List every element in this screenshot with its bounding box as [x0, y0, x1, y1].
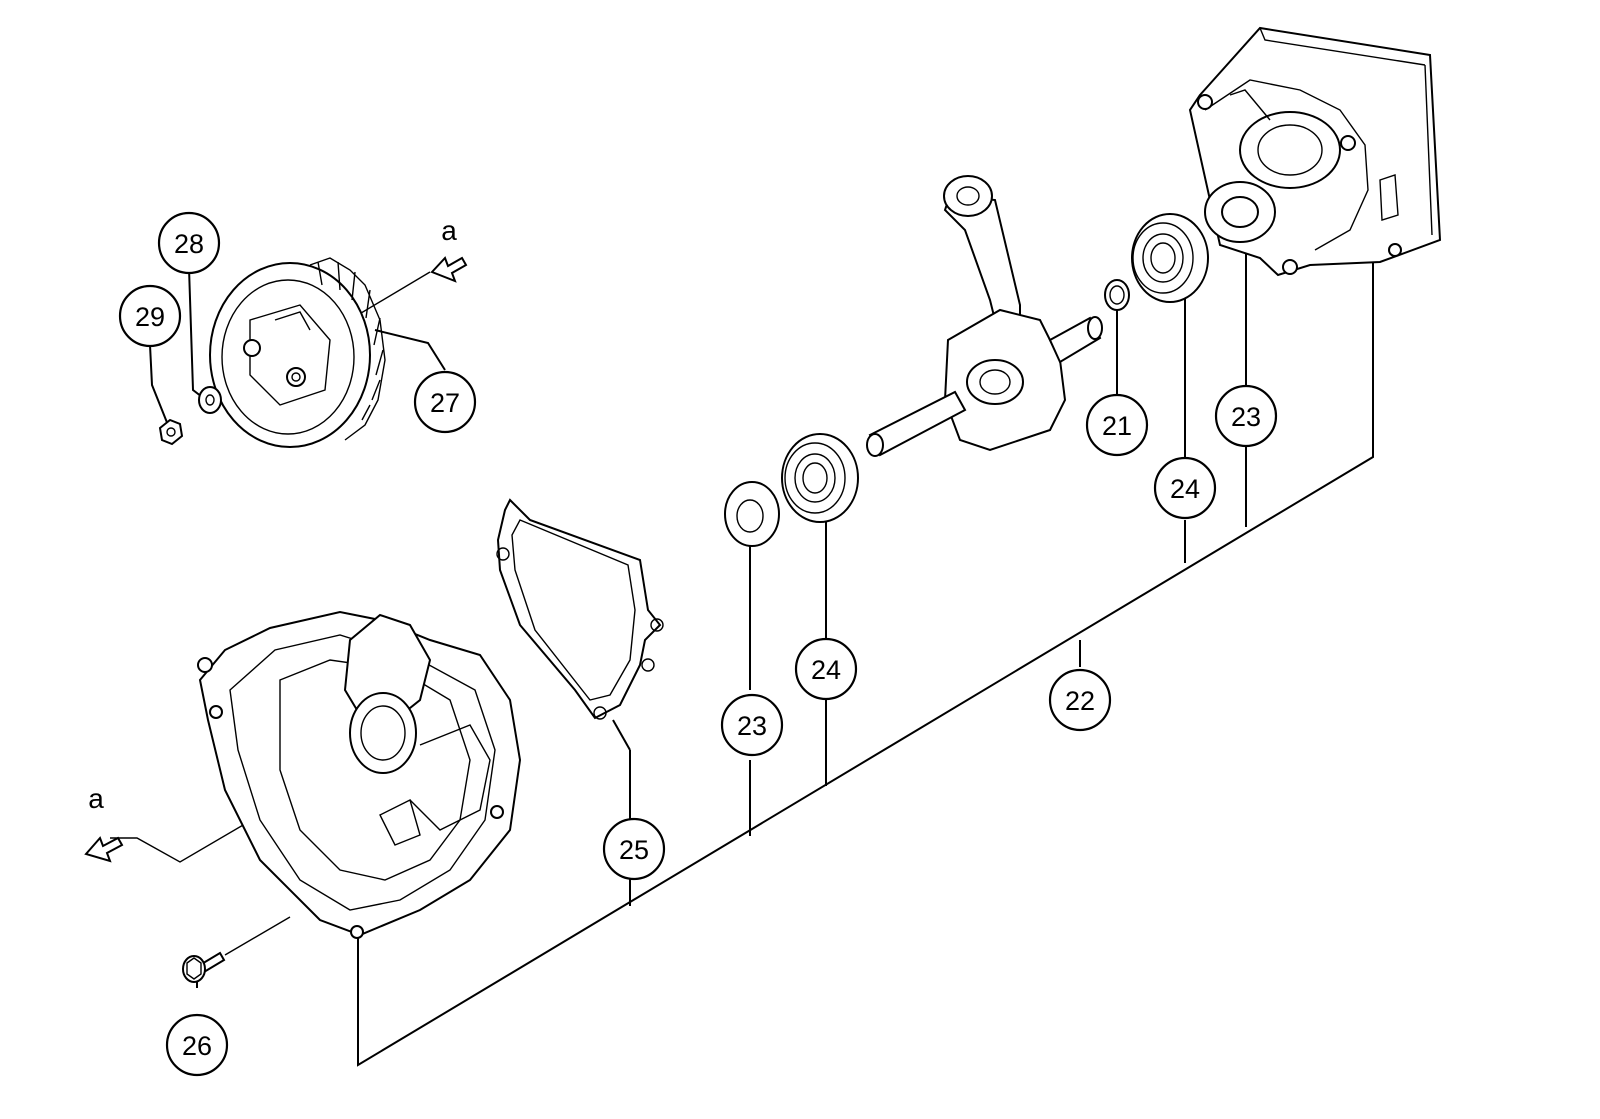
- callout-28: 28: [157, 211, 221, 275]
- callout-24-upper: 24: [1153, 456, 1217, 520]
- reference-label-a-left: a: [88, 783, 104, 814]
- callout-21: 21: [1085, 393, 1149, 457]
- callout-label-24-lower: 24: [811, 655, 841, 685]
- nut-29: [158, 418, 184, 446]
- callout-label-25: 25: [619, 835, 649, 865]
- callout-label-21: 21: [1102, 411, 1132, 441]
- callout-label-23-lower: 23: [737, 711, 767, 741]
- callout-23-upper: 23: [1214, 384, 1278, 448]
- reference-label-a-top: a: [441, 215, 457, 246]
- callout-22: 22: [1048, 668, 1112, 732]
- callout-label-28: 28: [174, 229, 204, 259]
- flywheel-27: [209, 257, 386, 448]
- crankcase-left: [197, 610, 522, 939]
- callout-29: 29: [118, 284, 182, 348]
- bearing-24-upper: [1131, 213, 1209, 303]
- callout-label-27: 27: [430, 388, 460, 418]
- crankshaft: [866, 175, 1103, 457]
- washer-28: [198, 386, 222, 414]
- bearing-24-lower: [781, 433, 859, 523]
- callout-27: 27: [413, 370, 477, 434]
- callout-label-22: 22: [1065, 686, 1095, 716]
- gasket-25: [496, 498, 664, 720]
- crankcase-right: [1188, 26, 1442, 277]
- callout-26: 26: [165, 1013, 229, 1077]
- callout-23-lower: 23: [720, 693, 784, 757]
- arrow-a-top: [430, 256, 468, 283]
- arrow-a-left: [84, 836, 124, 863]
- callout-label-29: 29: [135, 302, 165, 332]
- washer-21: [1104, 279, 1130, 311]
- callout-label-26: 26: [182, 1031, 212, 1061]
- callout-25: 25: [602, 817, 666, 881]
- callout-label-23-upper: 23: [1231, 402, 1261, 432]
- callout-label-24-upper: 24: [1170, 474, 1200, 504]
- callout-24-lower: 24: [794, 637, 858, 701]
- seal-23-lower: [724, 481, 780, 547]
- screw-26: [182, 951, 226, 983]
